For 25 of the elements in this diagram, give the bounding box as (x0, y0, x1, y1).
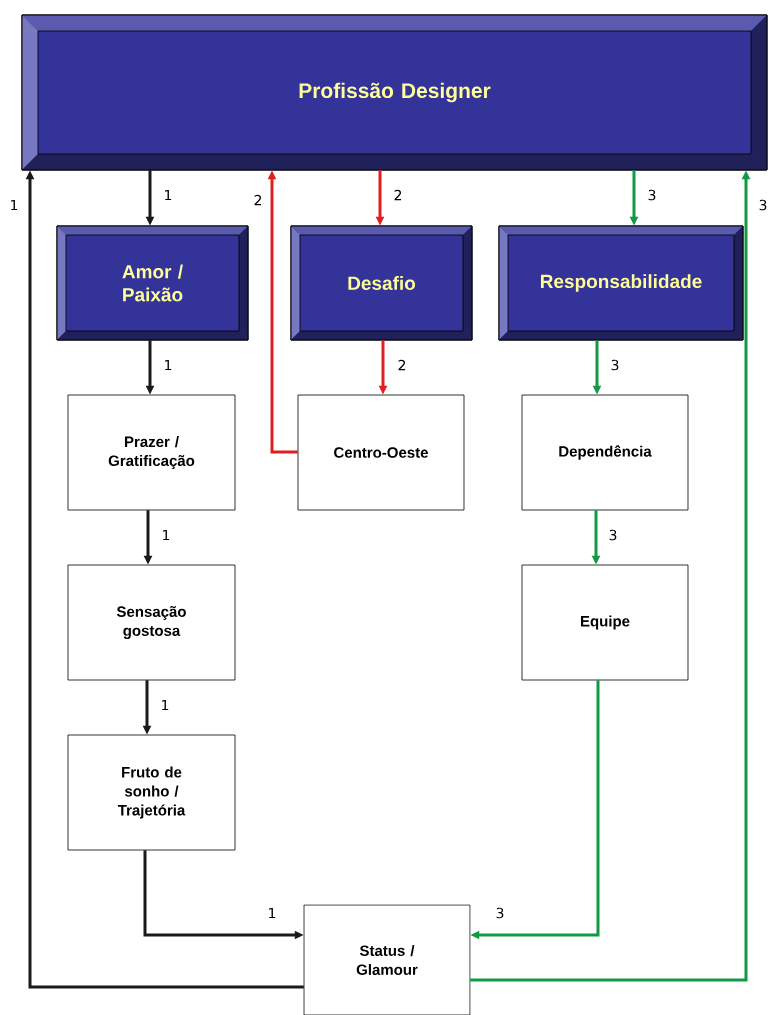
bevelled-box: Responsabilidade (498, 225, 744, 341)
process-box: Fruto de sonho / Trajetória (67, 734, 236, 851)
edge-label: 3 (496, 907, 504, 919)
edge-label: 1 (162, 699, 169, 711)
edge-label: 3 (648, 189, 656, 201)
edge-label: 3 (759, 199, 767, 211)
edge-label: 2 (254, 194, 262, 206)
edge-label: 1 (165, 359, 172, 371)
edge-label: 1 (11, 199, 18, 211)
process-box: Dependência (521, 394, 689, 511)
edge-label: 1 (165, 189, 172, 201)
bevelled-box: Profissão Designer (21, 14, 768, 171)
process-box: Prazer / Gratificação (67, 394, 236, 511)
bevelled-box: Amor / Paixão (56, 225, 249, 341)
edge-label: 1 (163, 529, 170, 541)
edge-label: 3 (609, 529, 617, 541)
edge-label: 1 (269, 907, 276, 919)
edge-label: 2 (394, 189, 402, 201)
bevelled-box: Desafio (290, 225, 473, 341)
process-box: Sensação gostosa (67, 564, 236, 681)
edge-label: 2 (398, 359, 406, 371)
process-box: Equipe (521, 564, 689, 681)
process-box: Status / Glamour (303, 904, 471, 1015)
process-box: Centro-Oeste (297, 394, 465, 511)
edge-label: 3 (611, 359, 619, 371)
